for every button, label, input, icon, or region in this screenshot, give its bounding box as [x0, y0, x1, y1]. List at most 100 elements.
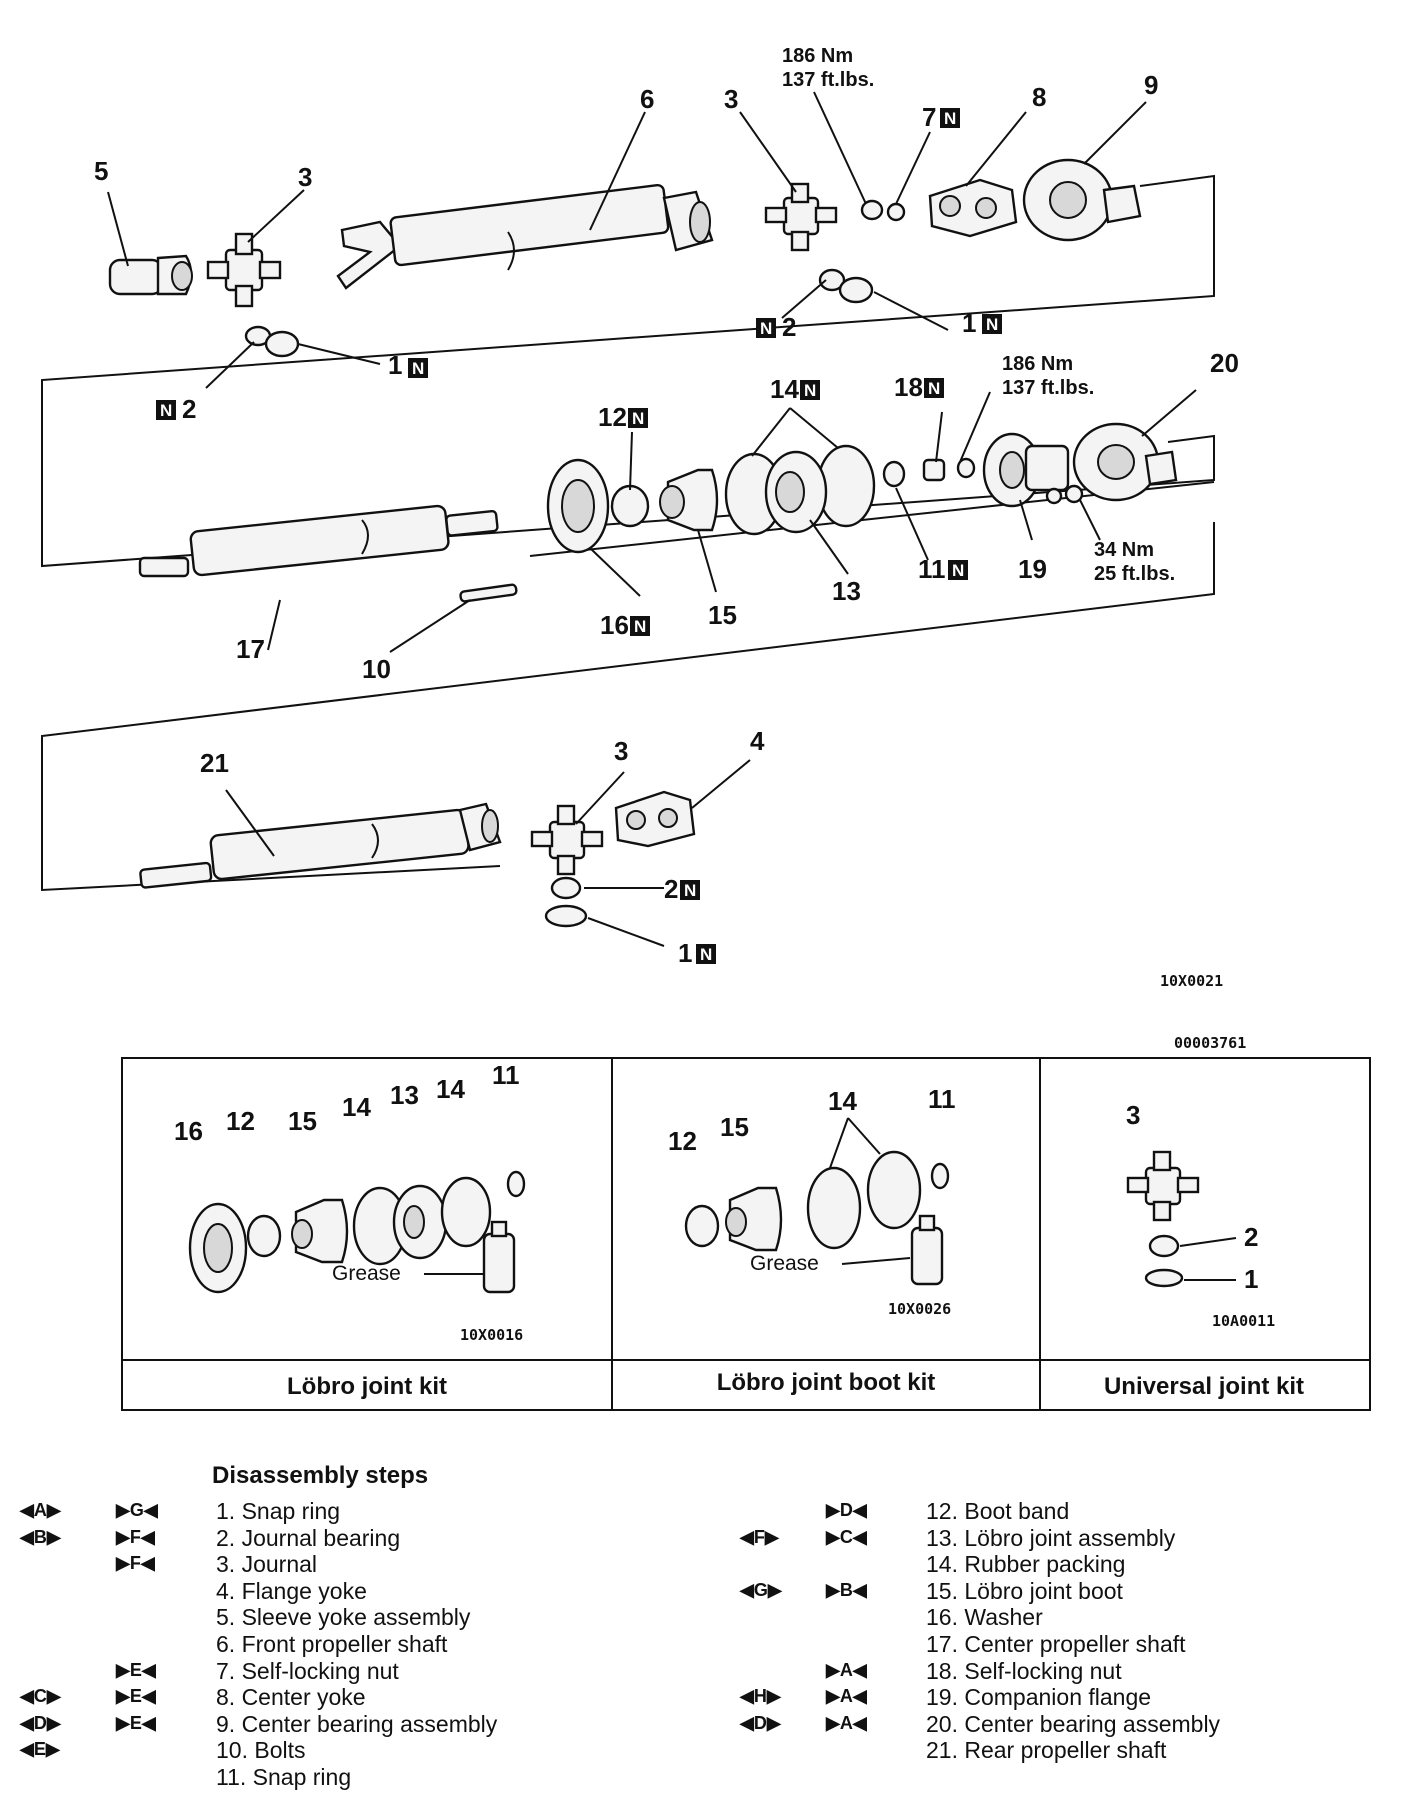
callout-16: 16 — [600, 610, 629, 640]
kit-lobro-joint-illustration — [188, 1170, 526, 1294]
center-yoke-part — [928, 178, 1018, 238]
step-text: 18. Self-locking nut — [926, 1657, 1122, 1684]
disassembly-marker: ◀D▶ — [740, 1712, 781, 1733]
svg-text:N: N — [952, 561, 964, 580]
step-text: 14. Rubber packing — [926, 1551, 1126, 1578]
reassembly-marker: ▶G◀ — [116, 1500, 158, 1520]
torque-small-ftlbs: 25 ft.lbs. — [1094, 563, 1175, 585]
reassembly-marker: ▶A◀ — [826, 1659, 867, 1680]
callout-3a: 3 — [298, 162, 312, 192]
step-text: 2. Journal bearing — [216, 1524, 401, 1551]
svg-text:N: N — [986, 315, 998, 334]
lobro-joint-assembly-part — [764, 450, 828, 534]
kit1-callout-13: 13 — [390, 1080, 419, 1110]
disassembly-marker: ◀C▶ — [20, 1686, 61, 1707]
kit2-callout-12: 12 — [668, 1126, 697, 1156]
n-marker-1b: N — [982, 314, 1002, 334]
reassembly-marker: ▶B◀ — [826, 1579, 867, 1600]
kit1-callout-15: 15 — [288, 1106, 317, 1136]
new-part-markers: N N N N N N N N N N N N — [156, 108, 1002, 964]
callout-3b: 3 — [724, 84, 738, 114]
kit3-callout-1: 1 — [1244, 1264, 1258, 1294]
svg-text:N: N — [412, 359, 424, 378]
kit2-grease-label: Grease — [750, 1252, 819, 1275]
kit3-callout-2: 2 — [1244, 1222, 1258, 1252]
callout-15: 15 — [708, 600, 737, 630]
kit3-title: Universal joint kit — [1104, 1373, 1304, 1400]
n-marker-2a: N — [156, 400, 176, 420]
callout-11: 11 — [918, 554, 946, 584]
n-marker-2c: N — [680, 880, 700, 900]
reassembly-marker: ▶F◀ — [116, 1553, 155, 1574]
n-marker-16: N — [630, 616, 650, 636]
step-row: ◀D▶▶A◀20. Center bearing assembly — [740, 1711, 1380, 1738]
snap-ring-part-11 — [882, 460, 906, 488]
n-marker-2b: N — [756, 318, 776, 338]
callout-20: 20 — [1210, 348, 1239, 378]
n-marker-14: N — [800, 380, 820, 400]
kit2-callout-14: 14 — [828, 1086, 857, 1116]
step-text: 21. Rear propeller shaft — [926, 1737, 1167, 1764]
n-marker-12: N — [628, 408, 648, 428]
callout-19: 19 — [1018, 554, 1047, 584]
journal-part-center — [764, 182, 838, 252]
center-propeller-shaft-part — [138, 504, 499, 578]
disassembly-marker: ◀E▶ — [20, 1739, 60, 1760]
callout-12: 12 — [598, 402, 627, 432]
callout-6: 6 — [640, 84, 654, 114]
steps-right-column: ▶D◀12. Boot band◀F▶▶C◀13. Löbro joint as… — [740, 1498, 1380, 1764]
callout-21: 21 — [200, 748, 229, 778]
kit2-callout-15: 15 — [720, 1112, 749, 1142]
small-nut-part-a — [1045, 487, 1063, 505]
self-locking-nut-part-front — [860, 199, 884, 221]
n-marker-11: N — [948, 560, 968, 580]
step-text: 1. Snap ring — [216, 1498, 341, 1524]
flange-yoke-part — [614, 790, 696, 848]
disassembly-marker: ◀A▶ — [20, 1500, 61, 1520]
kit2-title: Löbro joint boot kit — [717, 1369, 936, 1396]
kit1-callout-14b: 14 — [436, 1074, 465, 1104]
kit3-callout-3: 3 — [1126, 1100, 1140, 1130]
step-row: ◀B▶▶F◀2. Journal bearing — [20, 1525, 660, 1552]
kit1-grease-label: Grease — [332, 1262, 401, 1285]
callout-9: 9 — [1144, 70, 1158, 100]
companion-flange-part — [982, 432, 1070, 508]
step-text: 5. Sleeve yoke assembly — [216, 1604, 471, 1631]
step-text: 8. Center yoke — [216, 1684, 366, 1711]
callout-1b: 1 — [962, 308, 976, 338]
kit-table-frame — [121, 1057, 1371, 1411]
callout-2b: 2 — [782, 312, 796, 342]
torque-front-ftlbs: 137 ft.lbs. — [782, 69, 874, 91]
svg-text:N: N — [160, 401, 172, 420]
disassembly-steps: Disassembly steps ◀A▶▶G◀1. Snap ring◀B▶▶… — [0, 1462, 1408, 1792]
center-shaft-group — [138, 422, 1178, 603]
front-shaft-group — [41, 158, 1215, 892]
callout-8: 8 — [1032, 82, 1046, 112]
disassembly-marker: ◀B▶ — [20, 1526, 61, 1547]
step-row: 11. Snap ring — [20, 1764, 660, 1791]
step-row: ◀H▶▶A◀19. Companion flange — [740, 1684, 1380, 1711]
callout-2c: 2 — [664, 874, 678, 904]
callout-labels: 5 3 6 3 7 8 9 1 2 2 1 12 14 18 20 11 19 … — [94, 70, 1239, 968]
step-row: ▶E◀7. Self-locking nut — [20, 1658, 660, 1685]
torque-center-nm: 186 Nm — [1002, 353, 1073, 375]
front-propeller-shaft-part — [336, 183, 714, 290]
callout-3c: 3 — [614, 736, 628, 766]
n-marker-18: N — [924, 378, 944, 398]
step-text: 4. Flange yoke — [216, 1577, 367, 1604]
n-marker-7: N — [940, 108, 960, 128]
callout-7: 7 — [922, 102, 936, 132]
step-row: 17. Center propeller shaft — [740, 1631, 1380, 1658]
reassembly-marker: ▶E◀ — [116, 1686, 156, 1707]
step-row: 4. Flange yoke — [20, 1578, 660, 1605]
step-row: ◀E▶10. Bolts — [20, 1737, 660, 1764]
washer-part-front — [886, 202, 906, 222]
figure-code-doc: 00003761 — [1174, 1034, 1246, 1052]
reassembly-marker: ▶A◀ — [826, 1712, 867, 1733]
snap-ring-part-front — [264, 330, 300, 358]
disassembly-marker: ◀D▶ — [20, 1712, 61, 1733]
callout-17: 17 — [236, 634, 265, 664]
step-row: 21. Rear propeller shaft — [740, 1737, 1380, 1764]
step-text: 9. Center bearing assembly — [216, 1710, 498, 1737]
step-text: 6. Front propeller shaft — [216, 1630, 448, 1657]
